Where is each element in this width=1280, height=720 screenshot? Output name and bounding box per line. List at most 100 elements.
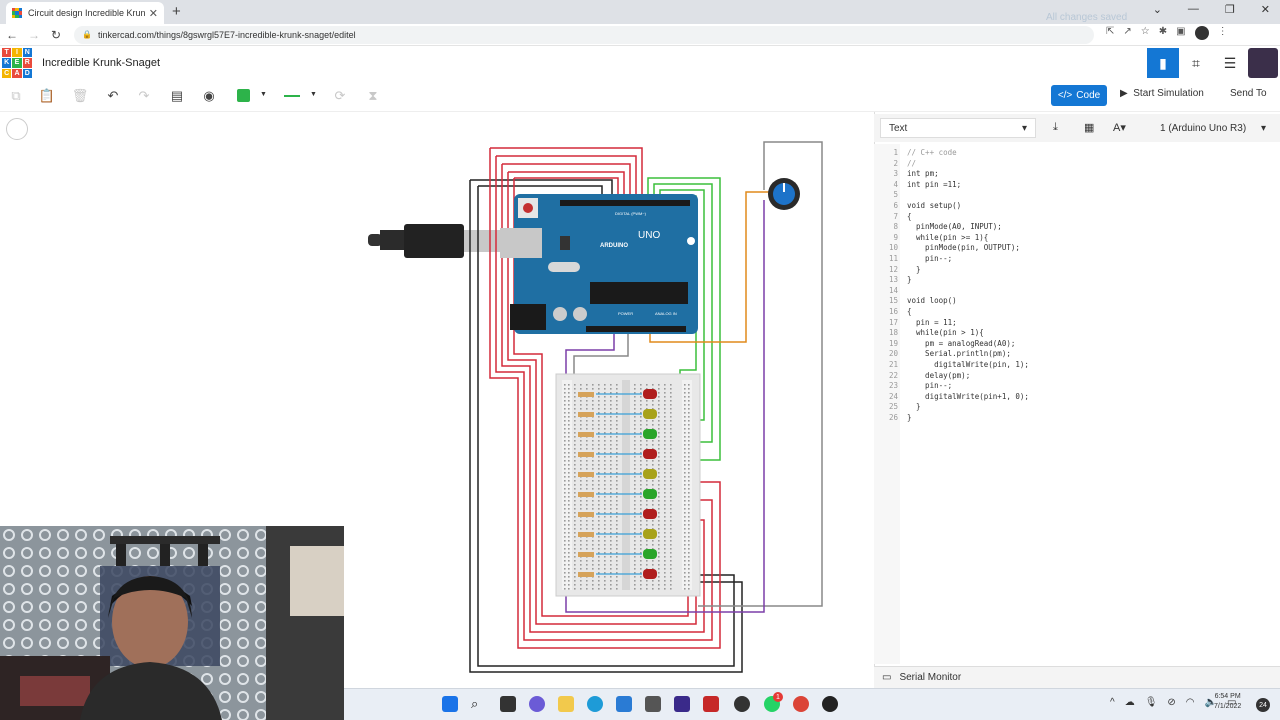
libraries-icon[interactable]: ▦ <box>1084 122 1095 134</box>
code-line[interactable]: pm = analogRead(A0); <box>907 338 1016 348</box>
led[interactable] <box>643 429 657 439</box>
code-line[interactable]: digitalWrite(pin+1, 0); <box>907 391 1029 401</box>
new-tab-icon[interactable]: + <box>172 3 181 20</box>
cloud-icon[interactable]: ☁ <box>1124 697 1135 708</box>
edge-icon[interactable] <box>587 696 603 712</box>
send-to-button[interactable]: Send To <box>1230 88 1267 99</box>
avatar[interactable] <box>1248 48 1278 78</box>
code-line[interactable]: pin--; <box>907 254 953 263</box>
code-line[interactable]: pin = 11; <box>907 317 957 327</box>
code-line[interactable]: { <box>907 211 912 221</box>
reload-icon[interactable]: ↻ <box>50 27 62 42</box>
extensions-icon[interactable]: ✱ <box>1158 26 1168 37</box>
back-icon[interactable]: ← <box>6 27 18 42</box>
microphone-icon[interactable]: 🎙 <box>1144 697 1158 708</box>
arduino-uno-board[interactable]: DIGITAL (PWM~) ARDUINO UNO POWER ANALOG … <box>500 194 698 334</box>
code-line[interactable]: digitalWrite(pin, 1); <box>907 360 1029 369</box>
chevron-down-icon[interactable]: ⌄ <box>1152 4 1162 16</box>
led[interactable] <box>643 409 657 419</box>
code-line[interactable]: { <box>907 307 912 316</box>
code-line[interactable]: pinMode(pin, OUTPUT); <box>907 243 1020 253</box>
resistor[interactable] <box>578 452 594 457</box>
undo-icon[interactable]: ↶ <box>107 88 119 103</box>
download-icon[interactable]: ⤓ <box>1053 121 1058 133</box>
led[interactable] <box>643 529 657 539</box>
windows-start-icon[interactable] <box>442 696 458 712</box>
chrome-icon[interactable] <box>793 696 809 712</box>
app-icon[interactable] <box>734 696 750 712</box>
resistor[interactable] <box>578 552 594 557</box>
delete-icon[interactable]: 🗑 <box>71 88 89 103</box>
code-line[interactable]: int pm; <box>907 169 939 179</box>
circuit-view-button[interactable]: ▮ <box>1147 48 1179 78</box>
resistor[interactable] <box>578 512 594 517</box>
code-line[interactable]: while(pin >= 1){ <box>907 232 989 242</box>
file-explorer-icon[interactable] <box>558 696 574 712</box>
search-icon[interactable]: ⌕ <box>471 696 479 711</box>
code-line[interactable]: } <box>907 402 921 412</box>
speaker-icon[interactable]: 🔈 <box>1204 697 1217 708</box>
circuit-canvas[interactable]: DIGITAL (PWM~) ARDUINO UNO POWER ANALOG … <box>0 112 874 688</box>
profile-icon[interactable] <box>1194 26 1209 43</box>
star-icon[interactable]: ☆ <box>1140 26 1150 37</box>
app-icon[interactable] <box>645 696 661 712</box>
sidepanel-icon[interactable]: ▣ <box>1176 26 1186 37</box>
led[interactable] <box>643 549 657 559</box>
resistor[interactable] <box>578 432 594 437</box>
mcafee-icon[interactable] <box>703 696 719 712</box>
chevron-down-icon[interactable]: ▼ <box>260 91 267 98</box>
schematic-view-button[interactable]: ⌗ <box>1192 54 1200 71</box>
install-icon[interactable]: ⇱ <box>1106 26 1115 37</box>
wire-color-swatch[interactable] <box>237 89 250 102</box>
visibility-icon[interactable]: ◉ <box>203 88 215 103</box>
code-line[interactable]: void setup() <box>907 201 962 210</box>
browser-tab[interactable]: Circuit design Incredible Krunk-S ✕ <box>6 2 164 24</box>
serial-monitor-bar[interactable]: ▭ Serial Monitor <box>874 666 1280 688</box>
resistor[interactable] <box>578 472 594 477</box>
resistor[interactable] <box>578 492 594 497</box>
share-icon[interactable]: ↗ <box>1123 26 1132 37</box>
board-select[interactable]: 1 (Arduino Uno R3) ▾ <box>1160 122 1266 134</box>
led[interactable] <box>643 389 657 399</box>
notification-count[interactable]: 24 <box>1256 698 1270 712</box>
chevron-down-icon[interactable]: ▼ <box>310 91 317 98</box>
resistor[interactable] <box>578 572 594 577</box>
project-name[interactable]: Incredible Krunk-Snaget <box>42 57 161 69</box>
visual-studio-icon[interactable] <box>674 696 690 712</box>
fit-view-icon[interactable] <box>6 118 28 140</box>
redo-icon[interactable]: ↷ <box>138 88 150 103</box>
notes-icon[interactable]: ▤ <box>170 88 184 103</box>
code-line[interactable]: pinMode(A0, INPUT); <box>907 222 1002 232</box>
media-player-icon[interactable] <box>822 696 838 712</box>
wire-type-selector[interactable] <box>284 95 300 97</box>
led[interactable] <box>643 509 657 519</box>
forward-icon[interactable]: → <box>28 27 40 42</box>
flip-icon[interactable]: ⧗ <box>368 88 378 103</box>
mute-icon[interactable]: ⊘ <box>1167 697 1176 708</box>
led[interactable] <box>643 449 657 459</box>
font-size-icon[interactable]: A▾ <box>1113 122 1126 134</box>
code-line[interactable]: void loop() <box>907 296 957 306</box>
system-clock[interactable]: 6:54 PM 7/1/2022 <box>1214 693 1242 710</box>
code-line[interactable]: pin--; <box>907 381 953 391</box>
resistor[interactable] <box>578 532 594 537</box>
menu-icon[interactable]: ⋮ <box>1217 26 1228 37</box>
code-line[interactable]: } <box>907 275 912 285</box>
code-line[interactable]: int pin =11; <box>907 179 962 189</box>
start-simulation-button[interactable]: ▶ Start Simulation <box>1120 88 1204 99</box>
code-line[interactable]: } <box>907 264 921 274</box>
copy-icon[interactable]: ⧉ <box>11 88 21 103</box>
code-mode-select[interactable]: Text ▾ <box>880 118 1036 138</box>
restore-icon[interactable]: ❐ <box>1224 4 1235 16</box>
resistor[interactable] <box>578 412 594 417</box>
code-line[interactable]: while(pin > 1){ <box>907 328 984 338</box>
chat-icon[interactable] <box>529 696 545 712</box>
code-line[interactable]: delay(pm); <box>907 370 971 380</box>
code-line[interactable]: Serial.println(pm); <box>907 349 1011 359</box>
url-field[interactable]: 🔒 tinkercad.com/things/8gswrgl57E7-incre… <box>74 25 1094 44</box>
potentiometer[interactable] <box>768 178 800 210</box>
resistor[interactable] <box>578 392 594 397</box>
breadboard[interactable] <box>555 373 701 597</box>
paste-icon[interactable]: 📋 <box>38 88 56 103</box>
